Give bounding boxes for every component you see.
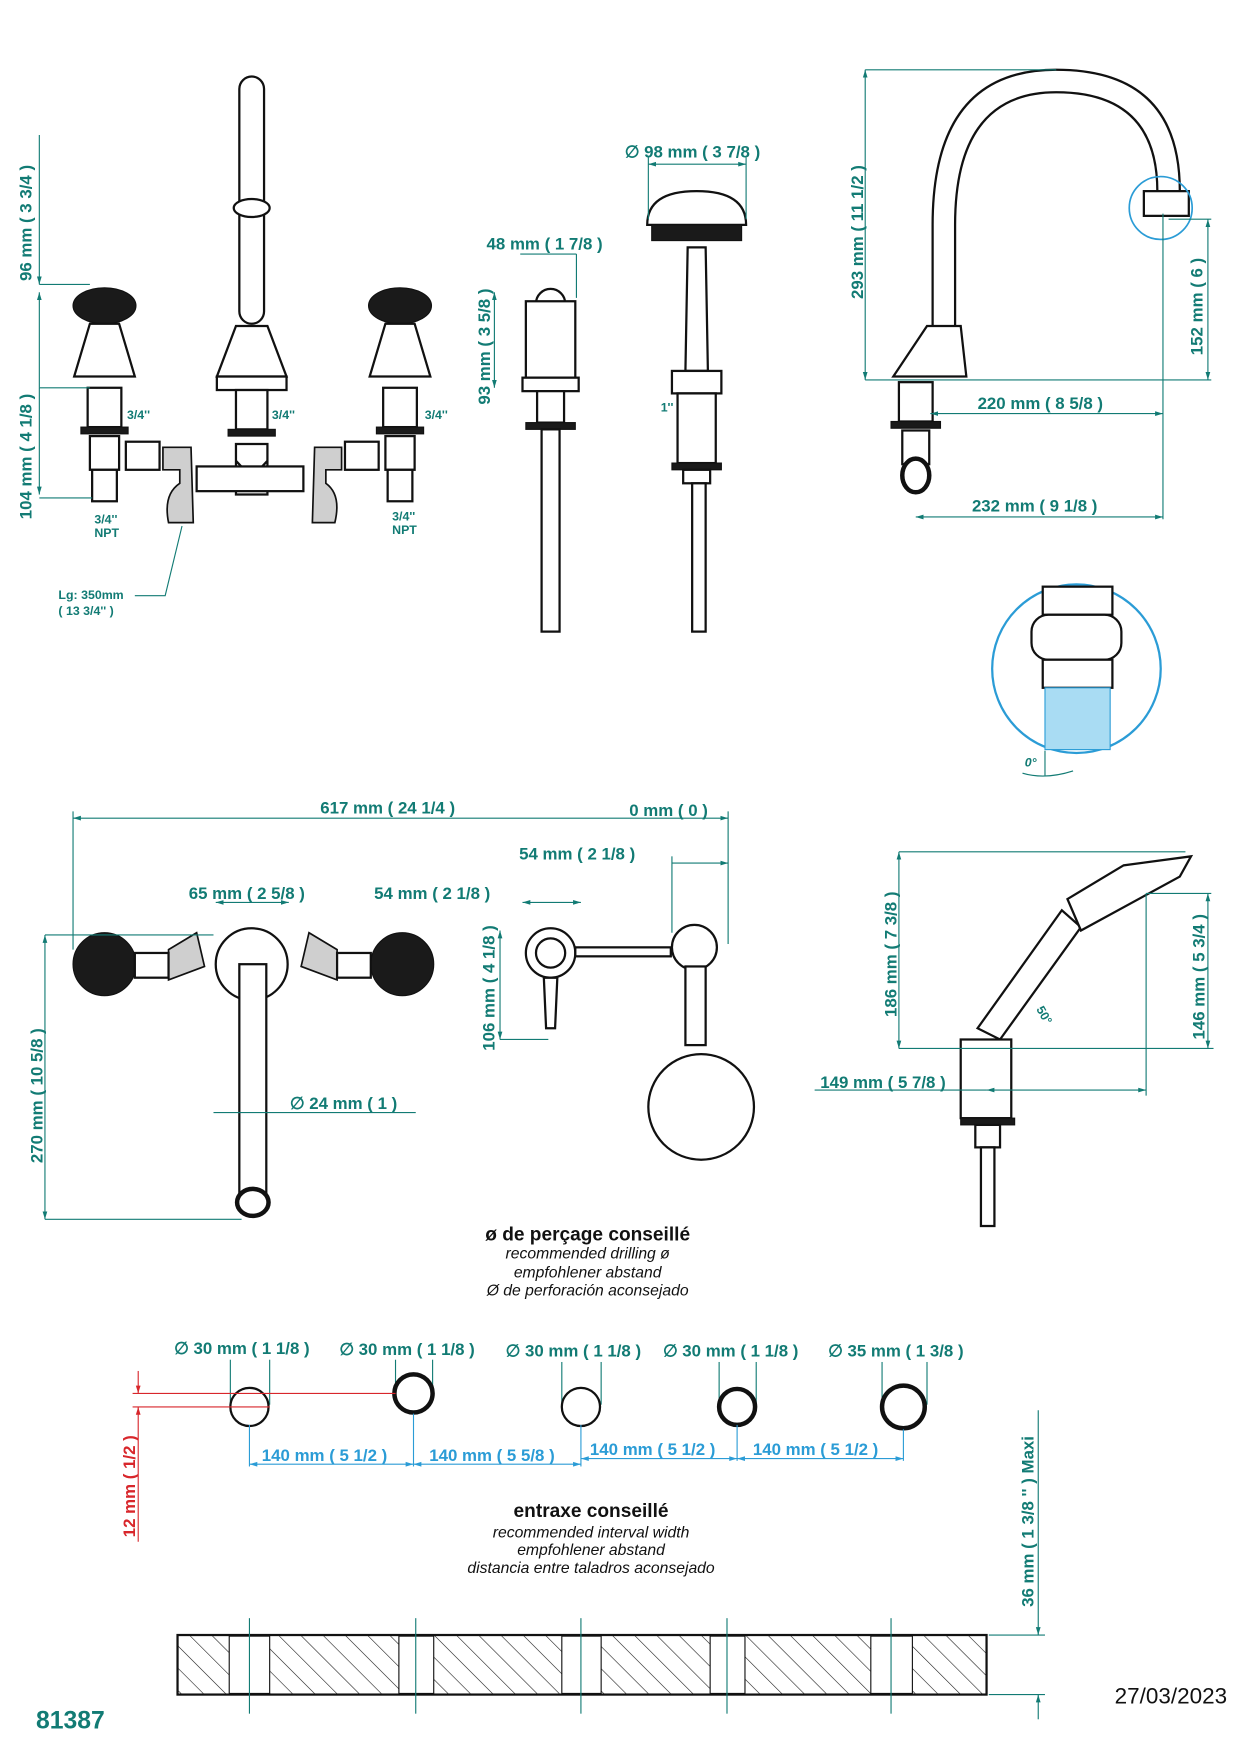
npt-right-label: NPT [392, 523, 417, 537]
hole-diameter-label: ∅ 35 mm ( 1 3/8 ) [828, 1341, 963, 1360]
spout-view: 293 mm ( 11 1/2 ) 152 mm ( 6 ) 220 mm ( … [848, 68, 1212, 777]
dim-handle-height: 96 mm ( 3 3/4 ) [16, 165, 35, 281]
spacing-label: 140 mm ( 5 1/2 ) [753, 1440, 878, 1459]
thread-right-label: 3/4'' [425, 408, 448, 422]
hole-diameter-label: ∅ 30 mm ( 1 1/8 ) [339, 1340, 474, 1359]
drill-hole [392, 1372, 435, 1415]
dim-offset: 12 mm ( 1/2 ) [120, 1435, 139, 1537]
drilling-section: ø de perçage conseillé recommended drill… [120, 1225, 964, 1542]
drilling-subtitle: empfohlener abstand [514, 1265, 663, 1282]
hole-diameter-label: ∅ 30 mm ( 1 1/8 ) [174, 1339, 309, 1358]
drilling-subtitle: Ø de perforación aconsejado [486, 1283, 689, 1300]
dim-total-width: 617 mm ( 24 1/4 ) [320, 799, 455, 818]
hole-diameter-label: ∅ 30 mm ( 1 1/8 ) [506, 1341, 641, 1360]
dim-body-height: 104 mm ( 4 1/8 ) [16, 394, 35, 519]
dim-diverter-height: 93 mm ( 3 5/8 ) [475, 289, 494, 405]
drill-hole [560, 1386, 602, 1428]
dim-handshower-diameter: ∅ 98 mm ( 3 7/8 ) [625, 142, 760, 161]
handshower-side-view: 186 mm ( 7 3/8 ) 146 mm ( 5 3/4 ) 149 mm… [814, 851, 1214, 1228]
interval-subtitle: recommended interval width [493, 1524, 690, 1541]
drilling-title: ø de perçage conseillé [485, 1225, 690, 1246]
dim-outlet-height: 152 mm ( 6 ) [1187, 258, 1206, 355]
npt-left-label: NPT [94, 526, 119, 540]
dim-handshower-inner-height: 146 mm ( 5 3/4 ) [1190, 914, 1209, 1039]
interval-title: entraxe conseillé [514, 1501, 669, 1522]
product-code: 81387 [36, 1707, 105, 1734]
hose-length-label: Lg: 350mm [58, 588, 123, 602]
hole-diameter-label: ∅ 30 mm ( 1 1/8 ) [663, 1341, 798, 1360]
dim-max-thickness: 36 mm ( 1 3/8 '' ) Maxi [1019, 1436, 1038, 1607]
document-date: 27/03/2023 [1115, 1684, 1227, 1709]
drill-hole [716, 1386, 758, 1428]
spacing-label: 140 mm ( 5 1/2 ) [590, 1440, 715, 1459]
interval-subtitle: empfohlener abstand [517, 1542, 666, 1559]
dim-reach-bottom: 232 mm ( 9 1/8 ) [972, 496, 1097, 515]
spacing-label: 140 mm ( 5 1/2 ) [262, 1446, 387, 1465]
interval-section: entraxe conseillé recommended interval w… [176, 1410, 1045, 1720]
dim-handshower-height: 186 mm ( 7 3/8 ) [882, 892, 901, 1017]
npt-right-label: 3/4'' [392, 509, 415, 523]
handshower-view: ∅ 98 mm ( 3 7/8 ) 1'' [625, 142, 760, 633]
drill-hole [879, 1383, 927, 1431]
interval-subtitle: distancia entre taladros aconsejado [467, 1560, 715, 1577]
thread-center-label: 3/4'' [272, 408, 295, 422]
dim-depth: 270 mm ( 10 5/8 ) [28, 1028, 47, 1163]
handshower-angle-label: 50° [1033, 1004, 1054, 1027]
dim-lever-height: 106 mm ( 4 1/8 ) [479, 925, 498, 1050]
thread-left-label: 3/4'' [127, 408, 150, 422]
front-view: 96 mm ( 3 3/4 ) 104 mm ( 4 1/8 ) 3/4'' 3… [16, 75, 448, 618]
dim-spout-height: 293 mm ( 11 1/2 ) [848, 165, 867, 299]
spray-angle-label: 0° [1025, 755, 1038, 769]
hose-length-label: ( 13 3/4'' ) [58, 604, 113, 618]
dim-offset-right: 54 mm ( 2 1/8 ) [519, 845, 635, 864]
npt-left-label: 3/4'' [94, 513, 117, 527]
drilling-subtitle: recommended drilling ø [506, 1246, 671, 1263]
handshower-thread-label: 1'' [661, 400, 674, 414]
dim-spout-diameter: ∅ 24 mm ( 1 ) [290, 1094, 397, 1113]
top-view: 617 mm ( 24 1/4 ) 0 mm ( 0 ) 54 mm ( 2 1… [28, 799, 756, 1220]
dim-lever-offset: 54 mm ( 2 1/8 ) [374, 884, 490, 903]
dim-handshower-reach: 149 mm ( 5 7/8 ) [820, 1073, 945, 1092]
diverter-view: 48 mm ( 1 7/8 ) 93 mm ( 3 5/8 ) [475, 235, 603, 633]
dim-diverter-width: 48 mm ( 1 7/8 ) [487, 235, 603, 254]
dim-zero: 0 mm ( 0 ) [629, 801, 708, 820]
dim-handle-offset: 65 mm ( 2 5/8 ) [189, 884, 305, 903]
dim-reach-top: 220 mm ( 8 5/8 ) [978, 394, 1103, 413]
spacing-label: 140 mm ( 5 5/8 ) [429, 1446, 554, 1465]
